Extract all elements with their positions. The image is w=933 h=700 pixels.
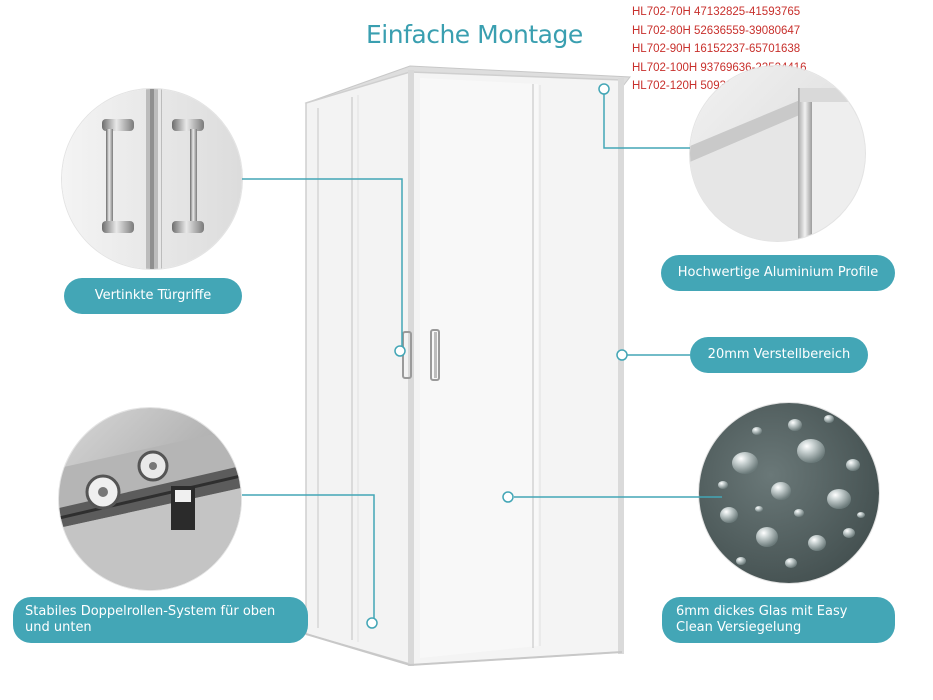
page-title: Einfache Montage [366,20,583,49]
feature-text: 20mm Verstellbereich [707,347,851,362]
shower-enclosure-illustration [304,65,631,667]
feature-label-profile: Hochwertige Aluminium Profile [661,255,895,291]
model-item: HL702-90H 16152237-65701638 [632,43,801,56]
model-item: HL702-80H 52636559-39080647 [632,24,801,37]
feature-label-rollers: Stabiles Doppelrollen-System für oben un… [13,597,308,643]
double-roller-photo [59,408,241,590]
feature-text: Hochwertige Aluminium Profile [677,265,879,280]
feature-text: 6mm dickes Glas mit Easy Clean Versiegel… [676,604,848,635]
model-item: HL702-70H 47132825-41593765 [632,6,801,18]
feature-text: Vertinkte Türgriffe [94,288,212,303]
water-drops-photo [699,403,879,583]
feature-label-handles: Vertinkte Türgriffe [64,278,242,314]
door-handle-photo [62,89,242,269]
feature-label-adjust: 20mm Verstellbereich [690,337,868,373]
feature-text: Stabiles Doppelrollen-System für oben un… [25,604,276,635]
feature-label-glass: 6mm dickes Glas mit Easy Clean Versiegel… [662,597,895,643]
